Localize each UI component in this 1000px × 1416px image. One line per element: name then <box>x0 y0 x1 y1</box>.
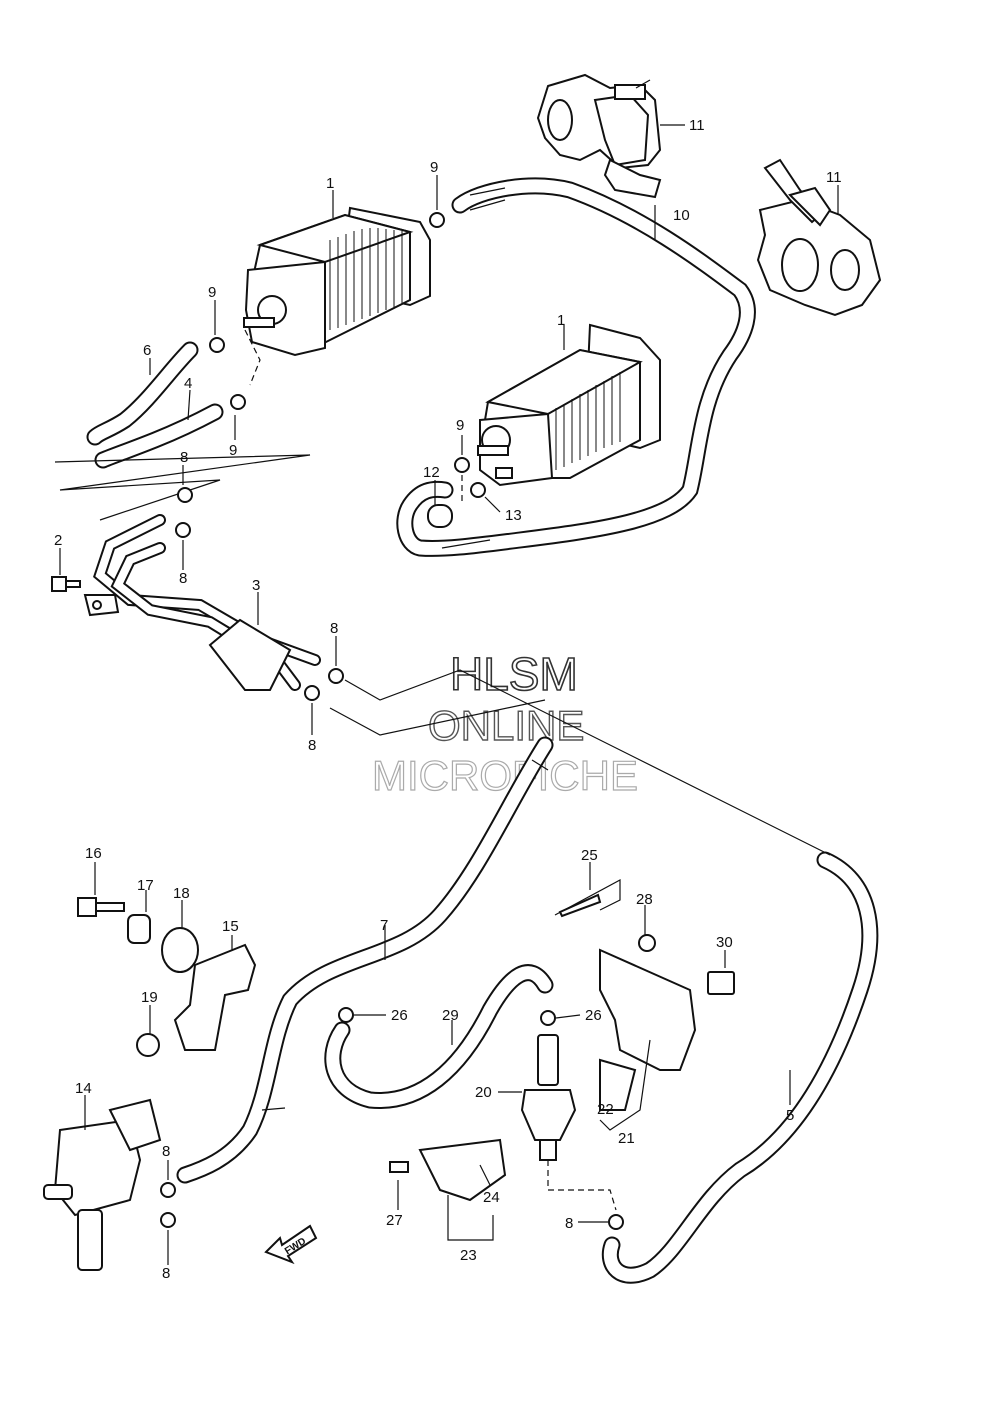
watermark-line1: HLSM <box>450 648 578 700</box>
callout-9-d: 9 <box>456 417 464 434</box>
hose-5 <box>601 851 879 1284</box>
callout-9-a: 9 <box>430 159 438 176</box>
hoses-6-4 <box>86 341 224 469</box>
callout-8-a: 8 <box>180 449 188 466</box>
callout-25: 25 <box>581 847 598 864</box>
canister-bracket-lower <box>756 158 882 317</box>
callout-15: 15 <box>222 918 239 935</box>
callout-20: 20 <box>475 1084 492 1101</box>
hose-10 <box>396 177 756 557</box>
fwd-arrow: FWD <box>264 1224 318 1265</box>
callout-8-g: 8 <box>565 1215 573 1232</box>
callout-1-upper: 1 <box>326 175 334 192</box>
callout-10: 10 <box>673 207 690 224</box>
callout-16: 16 <box>85 845 102 862</box>
callout-26-b: 26 <box>585 1007 602 1024</box>
hose-29 <box>324 964 554 1109</box>
canister-lower <box>477 323 661 487</box>
callout-2: 2 <box>54 532 62 549</box>
callout-9-c: 9 <box>229 442 237 459</box>
callout-14: 14 <box>75 1080 92 1097</box>
callout-17: 17 <box>137 877 154 894</box>
callout-labels: 1 1 2 3 4 5 6 7 8 8 8 8 8 8 8 9 9 9 9 10… <box>54 117 842 1282</box>
callout-12: 12 <box>423 464 440 481</box>
callout-8-f: 8 <box>162 1265 170 1282</box>
callout-27: 27 <box>386 1212 403 1229</box>
hose-7 <box>176 736 554 1184</box>
canister-upper <box>243 206 431 357</box>
callout-3: 3 <box>252 577 260 594</box>
callout-8-e: 8 <box>162 1143 170 1160</box>
callout-leaders <box>59 124 839 1265</box>
callout-26-a: 26 <box>391 1007 408 1024</box>
canister-bracket-upper <box>536 73 662 199</box>
callout-8-c: 8 <box>330 620 338 637</box>
callout-1-lower: 1 <box>557 312 565 329</box>
callout-7: 7 <box>380 917 388 934</box>
callout-9-b: 9 <box>208 284 216 301</box>
watermark-line3: MICROFICHE <box>372 752 638 799</box>
callout-21: 21 <box>618 1130 635 1147</box>
callout-28: 28 <box>636 891 653 908</box>
watermark: HLSM ONLINE MICROFICHE <box>371 647 638 799</box>
callout-24: 24 <box>483 1189 500 1206</box>
small-parts: FWD <box>43 212 735 1271</box>
callout-4: 4 <box>184 375 192 392</box>
callout-5: 5 <box>786 1107 794 1124</box>
callout-13: 13 <box>505 507 522 524</box>
callout-8-d: 8 <box>308 737 316 754</box>
callout-19: 19 <box>141 989 158 1006</box>
callout-11-b: 11 <box>826 169 842 186</box>
callout-30: 30 <box>716 934 733 951</box>
callout-29: 29 <box>442 1007 459 1024</box>
watermark-line2: ONLINE <box>428 702 584 749</box>
callout-6: 6 <box>143 342 151 359</box>
callout-8-b: 8 <box>179 570 187 587</box>
callout-11-a: 11 <box>689 117 705 134</box>
callout-18: 18 <box>173 885 190 902</box>
callout-23: 23 <box>460 1247 477 1264</box>
callout-22: 22 <box>597 1101 614 1118</box>
pipe-assembly-3 <box>83 514 321 691</box>
